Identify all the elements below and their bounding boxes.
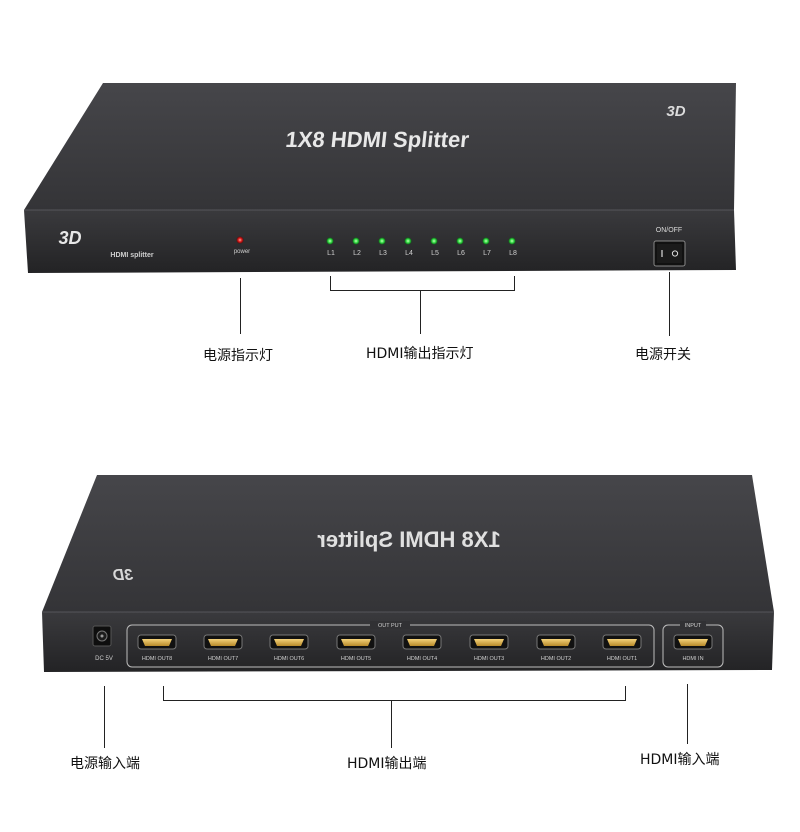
callout-line-dc [104,686,105,748]
callout-line-switch [669,272,670,336]
led-label: L4 [405,250,413,257]
port-label: HDMI OUT3 [474,656,504,662]
callout-bracket-bl [163,686,164,700]
model-label: HDMI splitter [110,252,153,259]
output-led-5 [430,237,438,245]
output-led-6 [456,237,464,245]
bottom-3d-logo-mirrored: 3D [112,567,133,584]
bottom-device-top-face [42,475,774,612]
output-led-1 [326,237,334,245]
led-label: L6 [457,250,465,257]
callout-power-indicator: 电源指示灯 [203,348,273,364]
hdmi-port[interactable] [269,634,309,650]
hdmi-output-ports [137,634,642,650]
hdmi-port[interactable] [336,634,376,650]
led-label: L8 [509,250,517,257]
output-led-group [326,237,516,245]
led-label: L5 [431,250,439,257]
callout-bracket-bottom [163,700,626,701]
hdmi-port[interactable] [137,634,177,650]
port-label: HDMI OUT8 [142,656,172,662]
led-label: L1 [327,250,335,257]
switch-label: ON/OFF [656,227,682,234]
bottom-device-title-mirrored: 1X8 HDMI Splitter [317,527,501,552]
power-switch[interactable] [653,240,686,267]
input-port-label: HDMI IN [682,656,703,662]
callout-power-input: 电源输入端 [70,756,140,772]
output-led-2 [352,237,360,245]
output-led-8 [508,237,516,245]
output-led-3 [378,237,386,245]
front-3d-logo: 3D [58,228,81,248]
port-label: HDMI OUT6 [274,656,304,662]
port-label: HDMI OUT1 [607,656,637,662]
dc-label: DC 5V [95,656,113,662]
callout-bracket-right [514,276,515,290]
port-label: HDMI OUT5 [341,656,371,662]
top-device-title: 1X8 HDMI Splitter [284,127,470,152]
hdmi-output-labels: HDMI OUT8 HDMI OUT7 HDMI OUT6 HDMI OUT5 … [142,656,637,662]
hdmi-input-port[interactable] [673,634,713,650]
callout-line-hdmi-out [391,700,392,748]
callout-line-power-led [240,278,241,334]
power-led [236,236,244,244]
power-label: power [234,249,250,255]
output-led-7 [482,237,490,245]
port-label: HDMI OUT2 [541,656,571,662]
output-led-labels: L1 L2 L3 L4 L5 L6 L7 L8 [327,250,517,257]
callout-power-switch: 电源开关 [635,347,691,363]
top-device-top-face [24,83,736,210]
hdmi-port[interactable] [602,634,642,650]
hdmi-port[interactable] [469,634,509,650]
callout-bracket-top [330,290,515,291]
input-group-label: INPUT [685,623,702,629]
output-group-label: OUT PUT [378,623,403,629]
callout-line-hdmi-in [687,684,688,744]
callout-hdmi-input: HDMI输入端 [640,752,720,768]
led-label: L3 [379,250,387,257]
led-label: L7 [483,250,491,257]
callout-bracket-left [330,276,331,290]
callout-line-output-leds [420,290,421,334]
hdmi-port[interactable] [536,634,576,650]
callout-bracket-br [625,686,626,700]
port-label: HDMI OUT4 [407,656,437,662]
hdmi-port[interactable] [203,634,243,650]
port-label: HDMI OUT7 [208,656,238,662]
dc-power-jack[interactable] [92,625,112,647]
callout-hdmi-output: HDMI输出端 [347,756,427,772]
led-label: L2 [353,250,361,257]
callout-hdmi-output-indicator: HDMI输出指示灯 [366,346,474,362]
top-3d-badge: 3D [666,103,685,120]
output-led-4 [404,237,412,245]
hdmi-port[interactable] [402,634,442,650]
